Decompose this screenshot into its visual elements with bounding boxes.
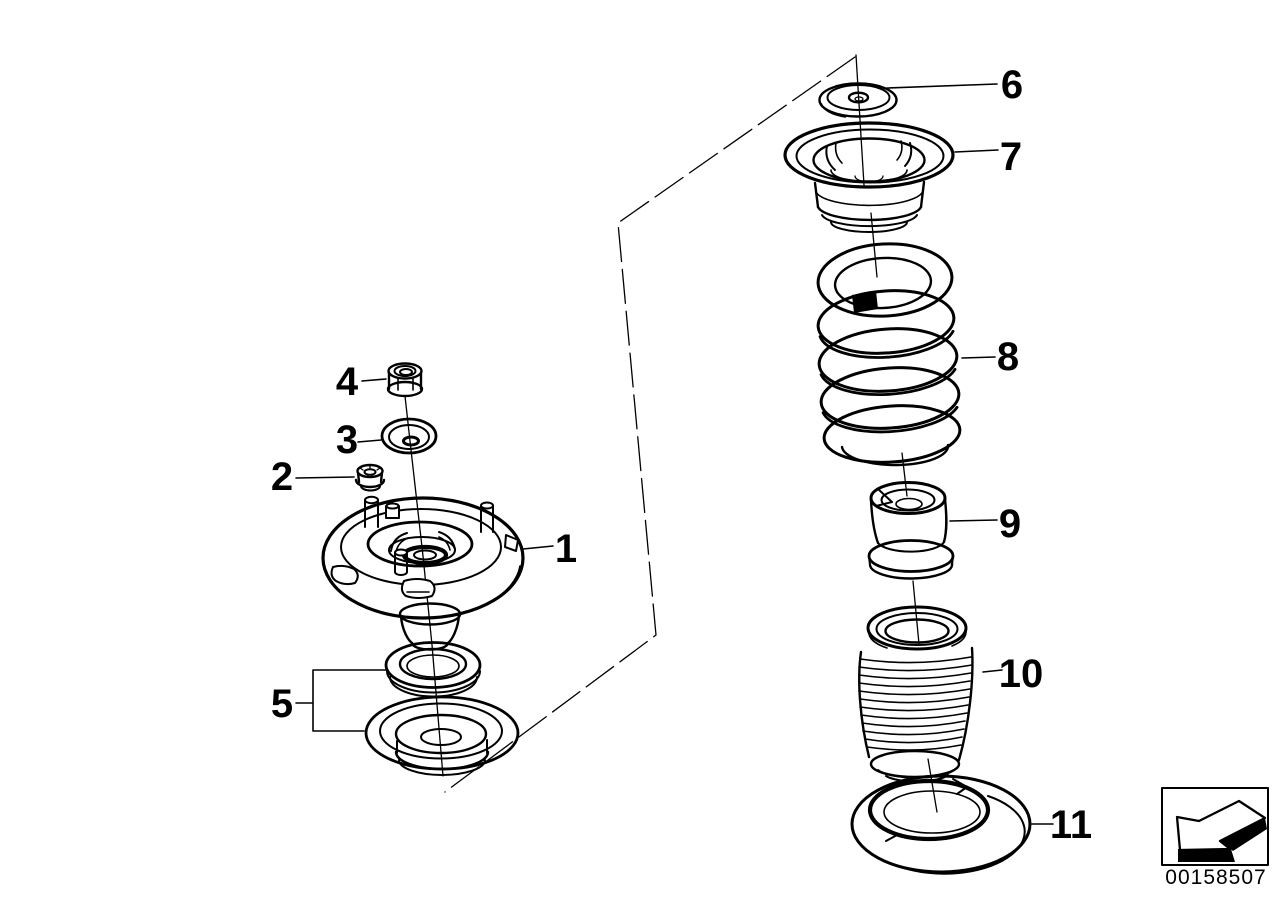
part-1-guide-support xyxy=(321,495,525,651)
callout-11[interactable]: 11 xyxy=(1050,803,1092,847)
callout-2[interactable]: 2 xyxy=(271,455,293,499)
callout-10[interactable]: 10 xyxy=(999,652,1044,696)
part-3-washer xyxy=(380,417,438,455)
stamp: 00158507 xyxy=(1161,787,1269,889)
callout-6[interactable]: 6 xyxy=(1001,63,1023,107)
direction-arrow-icon xyxy=(1175,799,1267,862)
axis-leader-lines xyxy=(404,54,938,813)
callout-3[interactable]: 3 xyxy=(336,418,358,462)
part-8-coil-spring xyxy=(816,242,962,467)
callout-7[interactable]: 7 xyxy=(1000,135,1022,179)
part-2-flange-nut xyxy=(354,463,386,492)
part-4-lock-nut xyxy=(386,362,424,398)
part-5-bearing-and-spring-plate xyxy=(364,641,520,776)
part-10-dust-boot xyxy=(858,605,974,783)
document-number: 00158507 xyxy=(1165,866,1266,889)
callout-leader-lines xyxy=(295,83,1054,825)
callout-8[interactable]: 8 xyxy=(997,335,1019,379)
divider-line xyxy=(444,56,856,793)
callout-9[interactable]: 9 xyxy=(999,502,1021,546)
callout-5[interactable]: 5 xyxy=(271,682,293,726)
callout-numbers: 1 2 3 4 5 6 7 8 9 10 11 xyxy=(271,63,1092,847)
part-9-bump-stop xyxy=(867,481,955,580)
part-11-spring-pad xyxy=(850,774,1032,875)
callout-4[interactable]: 4 xyxy=(336,360,359,404)
part-7-spring-support xyxy=(783,121,955,233)
callout-1[interactable]: 1 xyxy=(555,527,577,571)
part-6-cap-washer xyxy=(818,82,898,118)
